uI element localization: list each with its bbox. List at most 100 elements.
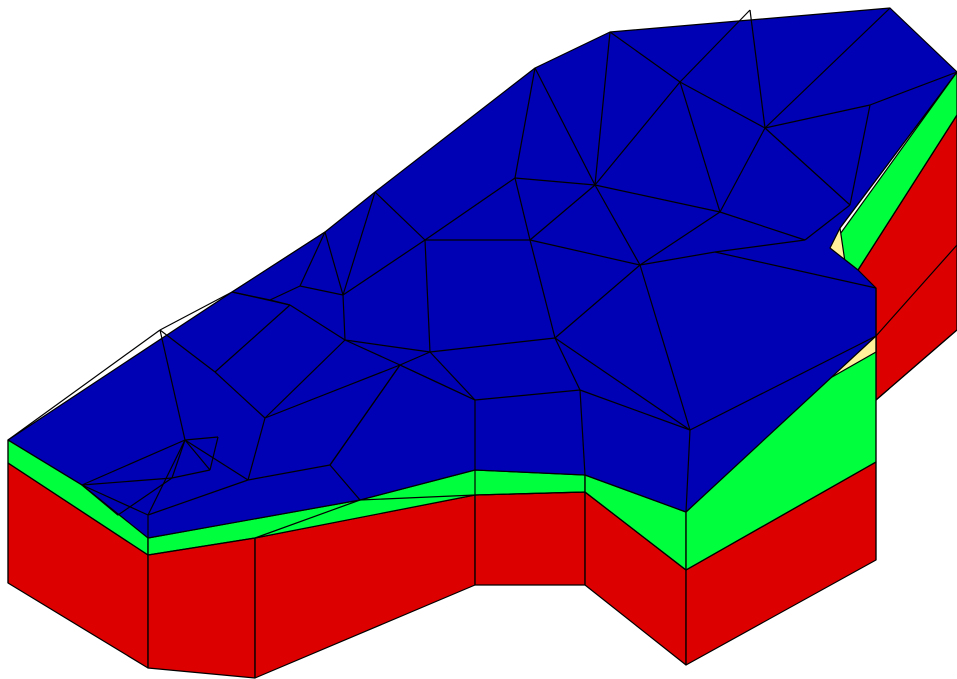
mesh-edge [184,436,219,441]
mesh-edge [529,184,596,241]
mesh-edge [764,7,891,129]
mesh-edge [719,211,806,241]
mesh-edge [269,299,291,306]
mesh-edge [474,389,581,401]
mesh-edge [329,364,401,466]
mesh-edge [514,67,536,179]
mesh-edge [429,351,476,401]
mesh-edge [875,329,957,401]
mesh-edge [184,439,249,481]
top-layer [7,7,957,539]
mesh-edge [81,477,173,486]
mesh-edge [231,291,271,301]
mesh-edge [685,429,691,513]
mesh-edge [209,436,219,471]
mesh-edge [147,439,186,516]
mesh-edge [254,499,361,539]
mesh-edge [424,239,431,353]
mesh-edge [857,114,957,271]
mesh-edge [342,239,426,296]
mesh-edge [869,71,957,106]
mesh-edge [594,184,721,213]
mesh-edge [609,31,681,83]
mesh-edge [764,104,871,129]
mesh-edge [594,31,611,186]
mesh-edge [594,184,641,266]
mesh-edge [685,461,877,571]
mesh-edge [399,364,476,401]
mesh-edge [342,191,376,296]
mesh-edge [81,484,149,516]
mesh-edge [529,239,556,339]
mesh-edge [269,285,301,301]
mesh-edge [514,177,596,186]
mesh-edge [554,264,641,339]
mesh-edge [679,9,751,83]
mesh-lines [7,7,957,678]
mesh-edge [514,177,531,241]
top-surface [7,7,957,539]
mesh-edge [554,337,581,391]
mesh-edge [719,127,766,213]
mesh-edge [639,251,716,266]
mesh-edge [264,339,346,419]
mesh-edge [117,477,173,516]
mesh-edge [714,251,877,289]
mesh-edge [839,71,957,229]
base-layer [7,114,957,679]
mesh-edge [247,464,331,481]
mesh-edge [639,264,691,431]
mesh-edge [679,81,766,129]
mesh-edge [474,491,586,496]
mesh-edge [7,329,161,441]
mesh-edge [299,285,344,296]
mesh-edge [579,389,586,476]
mesh-edge [159,329,216,373]
base-wall-south-a [147,537,256,679]
base-wall-south-c [474,491,586,586]
mesh-edge [429,337,556,353]
mesh-edge [424,177,516,241]
mesh-edge [7,462,149,556]
mesh-edge [171,469,211,479]
mesh-edge [554,337,691,431]
mesh-edge [344,339,431,353]
mesh-edge [689,335,877,431]
mesh-edge [7,439,83,486]
mesh-edge [374,191,426,241]
mesh-edge [342,294,346,341]
mesh-edge [579,389,691,431]
mesh-edge [299,231,326,287]
mesh-edge [214,304,291,373]
mesh-edge [289,304,346,341]
mesh-edge [264,364,401,419]
mesh-edge [714,239,806,253]
mesh-edge [81,439,186,486]
mesh-edge [804,204,851,241]
mesh-edge [594,81,681,186]
mesh-edge [81,484,119,516]
mesh-edge [159,329,186,441]
mesh-edge [849,104,871,206]
mesh-edge [247,417,266,481]
mesh-edge [399,351,431,366]
mesh-edge [534,67,596,186]
mesh-edge [147,537,256,556]
mesh-edge [184,439,211,471]
mesh-edge [875,244,957,337]
mesh-edge [749,9,766,129]
mesh-edge [359,494,476,501]
mesh-edge [584,491,687,571]
mesh-edge [344,339,401,366]
mesh-edge [329,464,361,501]
mesh-edge [159,291,233,331]
mesh-edge [324,231,344,296]
mesh-edge [529,239,641,266]
mesh-edge [679,81,721,213]
mesh-edge [147,479,249,516]
mesh-edge [214,371,266,419]
mesh-edge [639,211,721,266]
mesh-edge [764,127,851,206]
